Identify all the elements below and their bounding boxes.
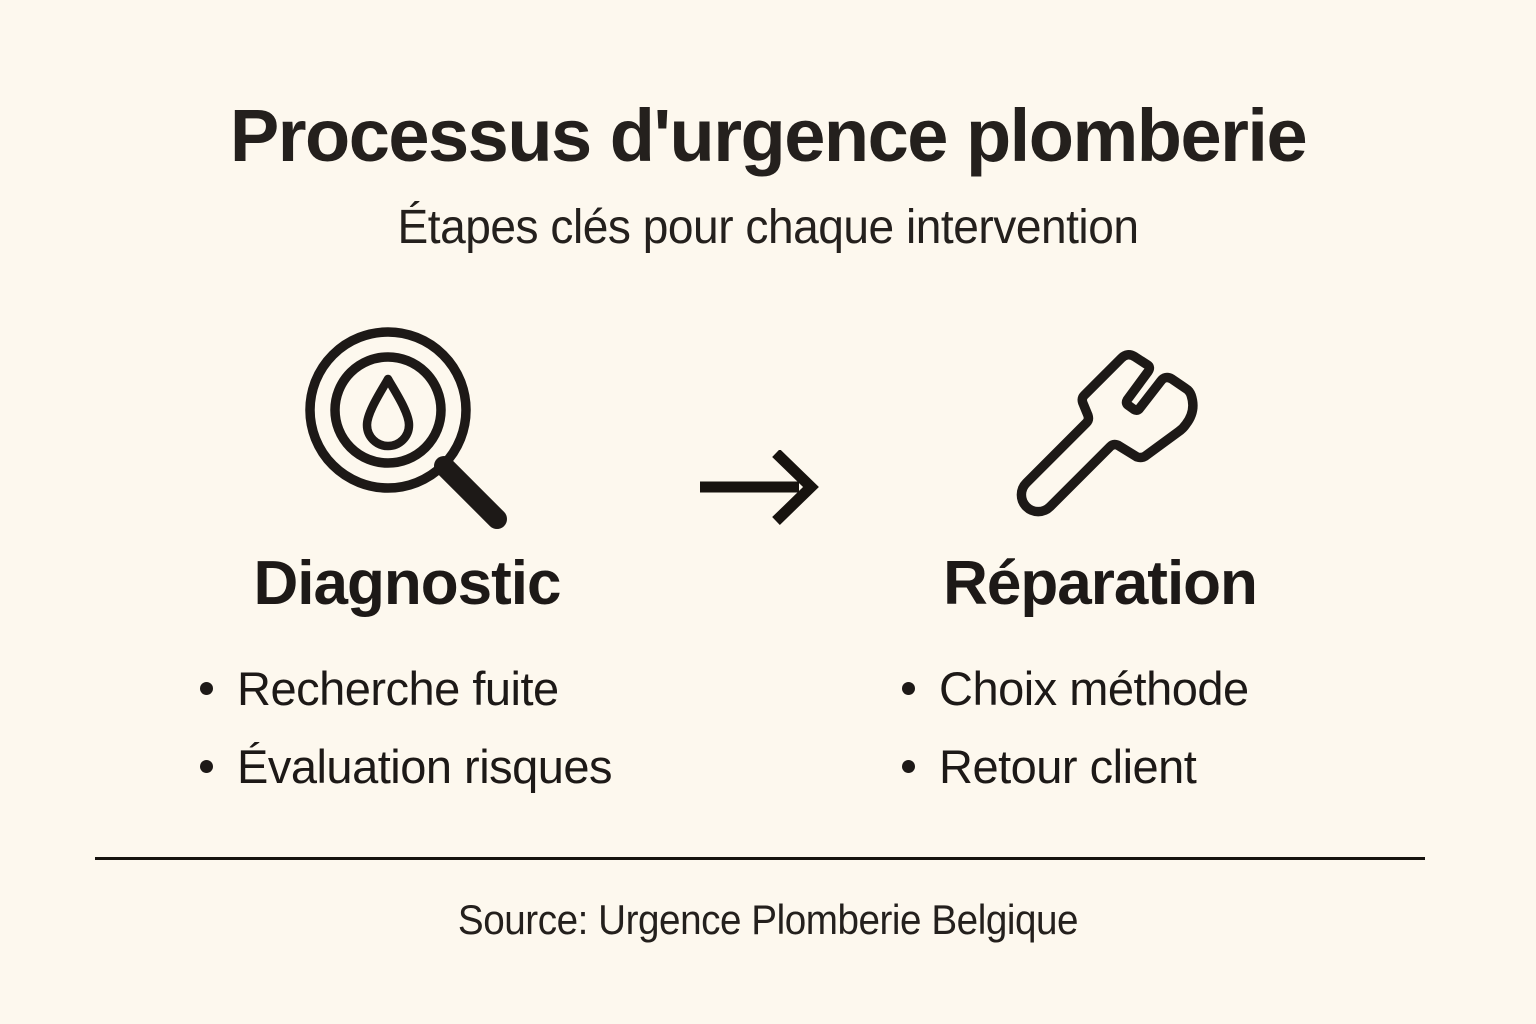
bullet-list-reparation: Choix méthode Retour client xyxy=(902,649,1249,805)
bullet-dot xyxy=(200,681,213,695)
bullet-text: Recherche fuite xyxy=(237,661,559,715)
step-label-reparation: Réparation xyxy=(943,549,1258,618)
list-item: Évaluation risques xyxy=(200,727,613,805)
bullet-text: Retour client xyxy=(939,739,1197,793)
bullet-dot xyxy=(902,759,915,773)
list-item: Choix méthode xyxy=(902,649,1249,727)
pipe-wrench-icon xyxy=(1003,320,1213,530)
arrow-right-icon xyxy=(696,450,824,526)
magnifier-water-drop-icon xyxy=(293,315,523,545)
bullet-text: Évaluation risques xyxy=(237,739,613,793)
page-subtitle: Étapes clés pour chaque intervention xyxy=(397,201,1139,254)
source-line: Source: Urgence Plomberie Belgique xyxy=(457,896,1079,943)
footer-divider xyxy=(95,857,1425,860)
bullet-list-diagnostic: Recherche fuite Évaluation risques xyxy=(200,649,613,805)
bullet-dot xyxy=(200,759,213,773)
bullet-dot xyxy=(902,681,915,695)
list-item: Recherche fuite xyxy=(200,649,612,727)
list-item: Retour client xyxy=(902,727,1249,805)
bullet-text: Choix méthode xyxy=(939,661,1249,715)
page-title: Processus d'urgence plomberie xyxy=(229,94,1308,177)
step-label-diagnostic: Diagnostic xyxy=(253,549,562,618)
